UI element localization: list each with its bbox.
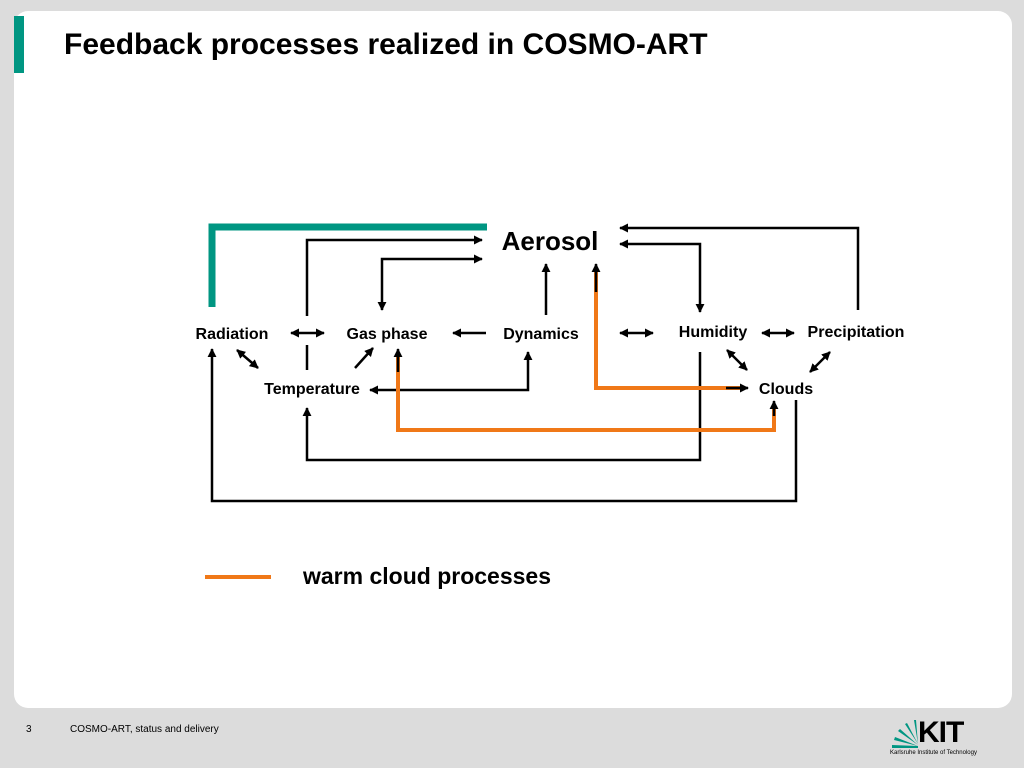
footer-text: COSMO-ART, status and delivery bbox=[70, 724, 219, 735]
node-dynamics: Dynamics bbox=[503, 326, 579, 343]
kit-logo-text: KIT bbox=[918, 716, 964, 749]
title-accent-bar bbox=[14, 16, 24, 73]
aerosol-humidity-arrow bbox=[619, 239, 705, 313]
node-radiation: Radiation bbox=[196, 326, 269, 343]
node-humidity: Humidity bbox=[679, 324, 748, 341]
gasphase-clouds-warm-arrow bbox=[396, 356, 776, 432]
temperature-to-gasphase-arrow bbox=[354, 347, 374, 369]
legend-swatch bbox=[205, 575, 271, 579]
kit-logo-icon bbox=[892, 720, 918, 748]
kit-logo-subtitle: Karlsruhe Institute of Technology bbox=[890, 750, 977, 756]
precipitation-clouds-arrow bbox=[809, 351, 831, 373]
clouds-to-radiation-arrow bbox=[207, 348, 798, 503]
node-clouds: Clouds bbox=[759, 381, 813, 398]
aerosol-gasphase-arrow bbox=[377, 254, 483, 311]
temperature-dynamics-arrow bbox=[369, 351, 533, 395]
page-number: 3 bbox=[26, 724, 32, 735]
humidity-to-temperature-arrow bbox=[302, 352, 702, 462]
node-temperature: Temperature bbox=[264, 381, 360, 398]
radiation-aerosol-connector bbox=[208, 223, 487, 307]
aerosol-clouds-warm-arrow bbox=[594, 270, 742, 390]
precipitation-to-aerosol-arrow bbox=[619, 223, 860, 310]
node-precipitation: Precipitation bbox=[808, 324, 905, 341]
legend-label: warm cloud processes bbox=[303, 563, 551, 589]
node-aerosol: Aerosol bbox=[502, 226, 599, 256]
slide-title: Feedback processes realized in COSMO-ART bbox=[64, 28, 708, 61]
humidity-clouds-arrow bbox=[726, 349, 748, 371]
temperature-to-aerosol-arrow bbox=[305, 235, 483, 316]
radiation-temperature-arrow bbox=[236, 349, 259, 369]
kit-logo: KIT Karlsruhe Institute of Technology bbox=[890, 716, 977, 760]
node-gas-phase: Gas phase bbox=[347, 326, 428, 343]
